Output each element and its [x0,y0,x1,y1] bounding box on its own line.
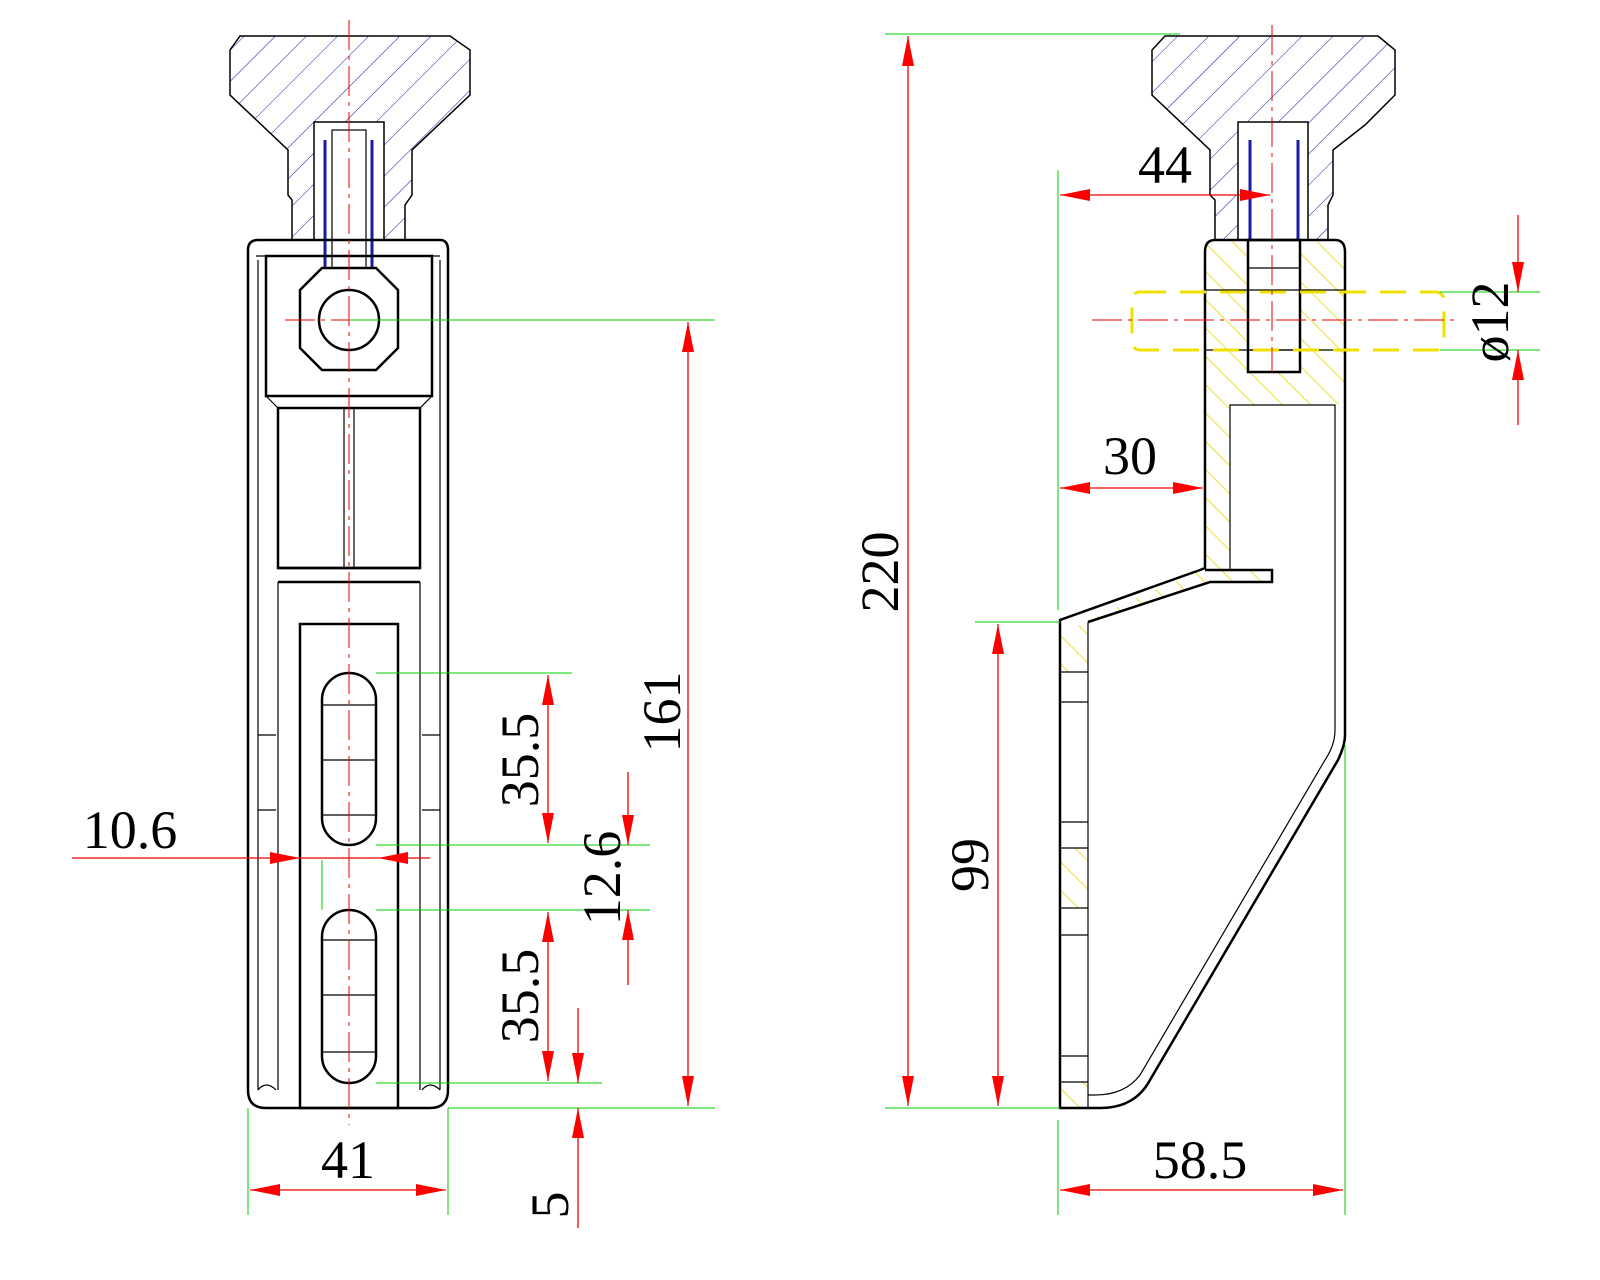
pin-shaft [1246,238,1302,374]
bracket-step [1087,568,1274,624]
front-body-outline [246,238,450,1110]
dim-depth: 58.5 [1153,1130,1248,1190]
dim-slot-offset: 10.6 [83,800,178,860]
foot-details [1060,671,1088,1083]
foot-section [1060,848,1088,908]
dim-knob-axis-offset: 44 [1138,135,1192,195]
dim-web-offset: 30 [1103,426,1157,486]
side-view: 220 44 30 99 58.5 ø12 [850,25,1540,1215]
dim-foot-height: 99 [940,838,1000,892]
dim-slot-gap: 12.6 [572,831,632,926]
pin-phantom [1130,290,1446,352]
hex-nut [298,266,400,372]
dim-bottom-margin: 5 [520,1192,580,1219]
foot-section [1060,1082,1088,1108]
dim-hole-diameter: ø12 [1460,282,1520,363]
bracket-outline [1058,238,1347,1110]
front-view: 161 41 10.6 35.5 12.6 35.5 5 [72,20,715,1228]
bracket-inner-edge [1088,404,1336,1096]
dim-width: 41 [321,1130,375,1190]
rib-details [257,734,441,1091]
dim-slot-length-bottom: 35.5 [490,949,550,1044]
dim-overall-height: 220 [850,532,910,613]
dim-slot-length-top: 35.5 [490,713,550,808]
dim-hole-to-bottom: 161 [632,672,692,753]
